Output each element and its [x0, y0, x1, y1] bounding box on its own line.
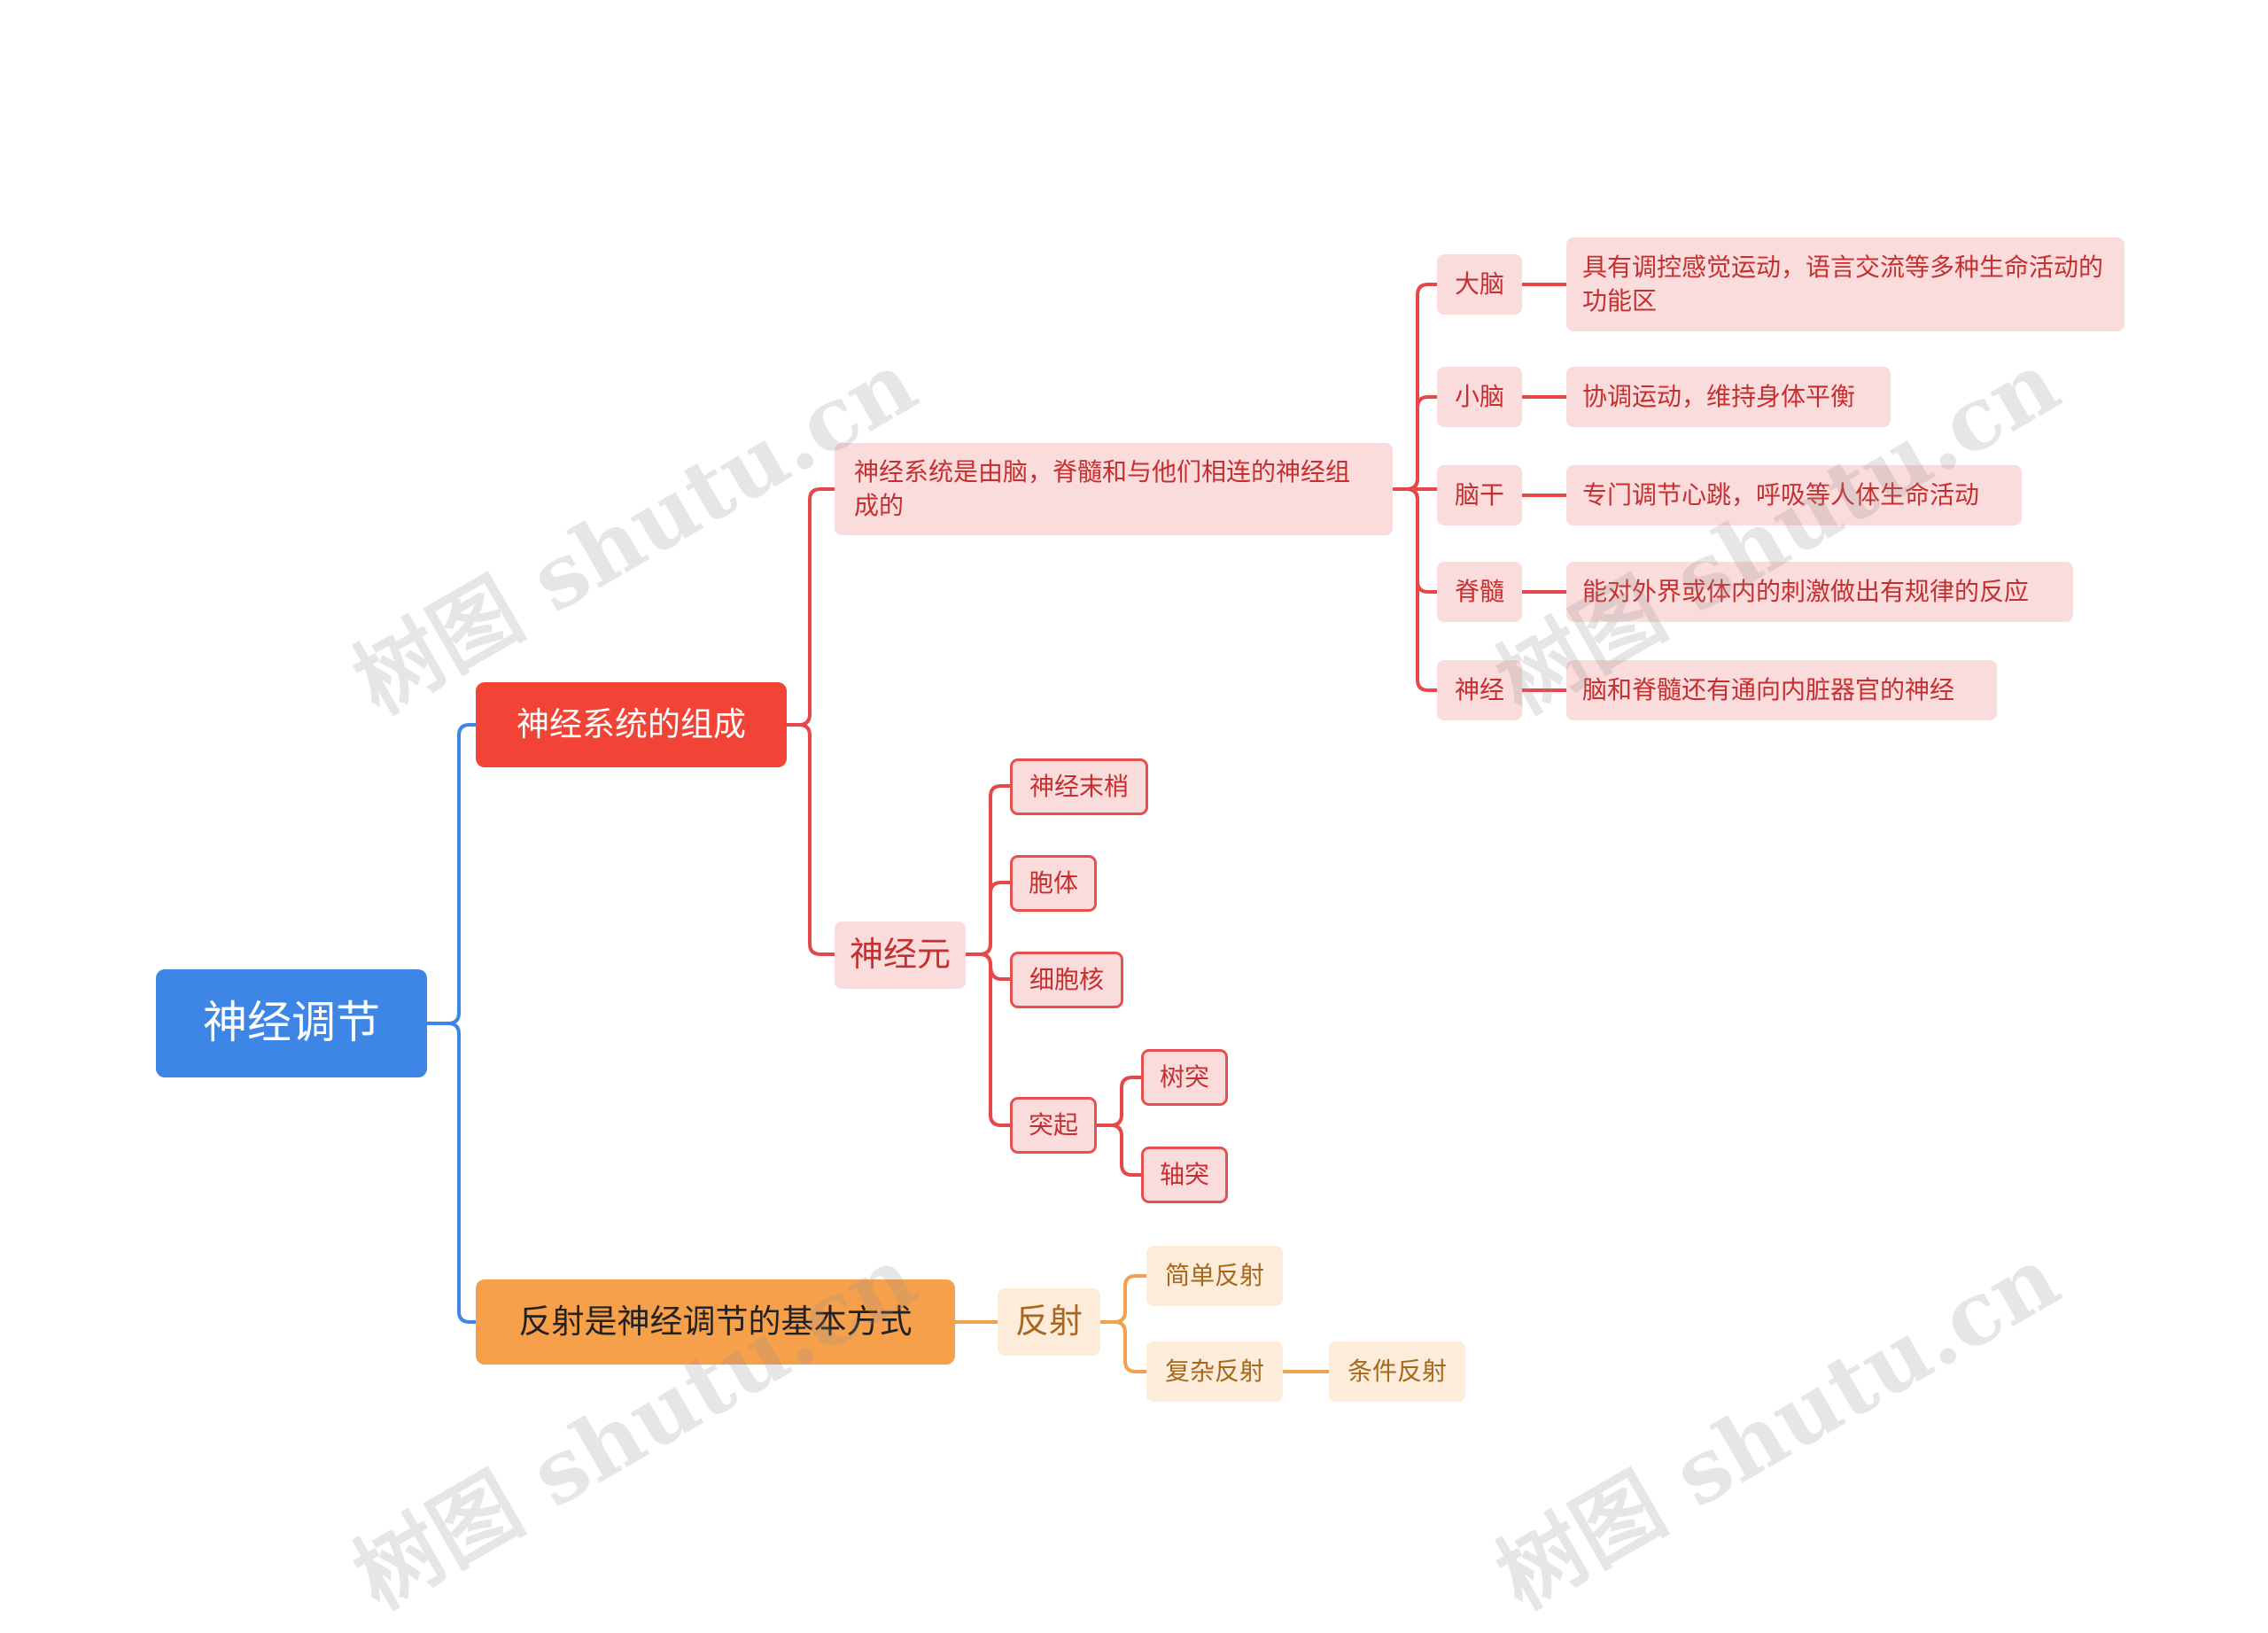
part-node-brainstem[interactable]: 脑干	[1437, 465, 1522, 525]
desc-node-cerebrum[interactable]: 具有调控感觉运动，语言交流等多种生命活动的功能区	[1566, 237, 2124, 331]
desc-label-cerebrum: 具有调控感觉运动，语言交流等多种生命活动的功能区	[1582, 253, 2104, 315]
part-node-nerve[interactable]: 神经	[1437, 660, 1522, 720]
desc-label-cerebellum: 协调运动，维持身体平衡	[1582, 382, 1856, 412]
part-node-spinal-cord[interactable]: 脊髓	[1437, 562, 1522, 622]
simple-reflex-label: 简单反射	[1164, 1261, 1264, 1291]
complex-reflex-label: 复杂反射	[1164, 1357, 1264, 1387]
desc-node-cerebellum[interactable]: 协调运动，维持身体平衡	[1566, 367, 1891, 427]
simple-reflex-node[interactable]: 简单反射	[1146, 1246, 1283, 1306]
neuron-part-label-nucleus: 细胞核	[1029, 965, 1104, 995]
desc-label-brainstem: 专门调节心跳，呼吸等人体生命活动	[1582, 480, 1980, 510]
neuron-part-node-nerve-ending[interactable]: 神经末梢	[1010, 758, 1148, 815]
complex-reflex-node[interactable]: 复杂反射	[1146, 1341, 1283, 1402]
reflex-branch-node[interactable]: 反射是神经调节的基本方式	[476, 1279, 955, 1365]
desc-label-spinal-cord: 能对外界或体内的刺激做出有规律的反应	[1582, 577, 2030, 607]
part-label-brainstem: 脑干	[1454, 480, 1504, 510]
desc-label-nerve: 脑和脊髓还有通向内脏器官的神经	[1582, 675, 1955, 705]
neuron-part-label-process: 突起	[1028, 1110, 1078, 1140]
reflex-label: 反射	[1014, 1302, 1083, 1341]
composition-node[interactable]: 神经系统的组成	[476, 682, 787, 767]
process-node-dendrite[interactable]: 树突	[1141, 1049, 1228, 1106]
composition-label: 神经系统的组成	[517, 705, 746, 744]
part-node-cerebrum[interactable]: 大脑	[1437, 254, 1522, 315]
desc-node-spinal-cord[interactable]: 能对外界或体内的刺激做出有规律的反应	[1566, 562, 2073, 622]
neuron-node[interactable]: 神经元	[835, 921, 966, 989]
process-label-dendrite: 树突	[1159, 1062, 1209, 1093]
desc-node-nerve[interactable]: 脑和脊髓还有通向内脏器官的神经	[1566, 660, 1997, 720]
root-node[interactable]: 神经调节	[156, 969, 427, 1077]
definition-node[interactable]: 神经系统是由脑，脊髓和与他们相连的神经组成的	[835, 443, 1393, 535]
part-label-cerebrum: 大脑	[1454, 269, 1504, 299]
part-node-cerebellum[interactable]: 小脑	[1437, 367, 1522, 427]
neuron-label: 神经元	[849, 935, 951, 975]
root-label: 神经调节	[203, 997, 380, 1049]
definition-label: 神经系统是由脑，脊髓和与他们相连的神经组成的	[854, 457, 1351, 520]
process-label-axon: 轴突	[1159, 1160, 1209, 1190]
neuron-part-node-cell-body[interactable]: 胞体	[1010, 855, 1097, 912]
neuron-part-label-cell-body: 胞体	[1028, 868, 1078, 898]
part-label-cerebellum: 小脑	[1454, 382, 1504, 412]
neuron-part-node-nucleus[interactable]: 细胞核	[1010, 952, 1123, 1008]
conditioned-reflex-label: 条件反射	[1347, 1357, 1447, 1387]
conditioned-reflex-node[interactable]: 条件反射	[1329, 1341, 1465, 1402]
part-label-spinal-cord: 脊髓	[1454, 577, 1504, 607]
process-node-axon[interactable]: 轴突	[1141, 1147, 1228, 1203]
reflex-branch-label: 反射是神经调节的基本方式	[518, 1303, 913, 1341]
neuron-part-label-nerve-ending: 神经末梢	[1029, 772, 1129, 802]
reflex-node[interactable]: 反射	[998, 1288, 1100, 1356]
neuron-part-node-process[interactable]: 突起	[1010, 1097, 1097, 1154]
desc-node-brainstem[interactable]: 专门调节心跳，呼吸等人体生命活动	[1566, 465, 2022, 525]
part-label-nerve: 神经	[1454, 675, 1504, 705]
